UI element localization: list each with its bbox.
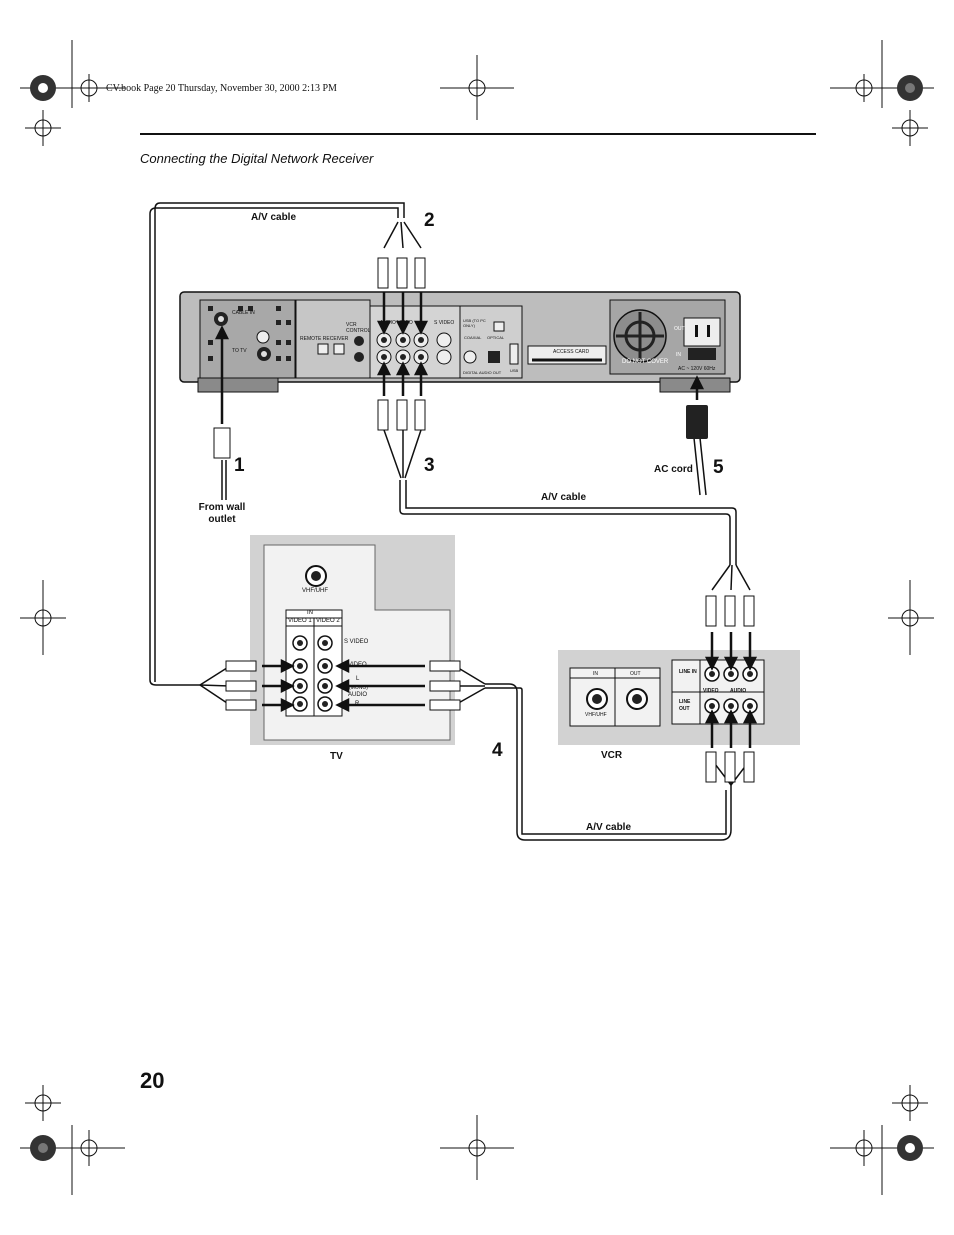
- access-card-label: ACCESS CARD: [553, 349, 590, 355]
- receiver-back-panel: [179, 291, 741, 393]
- coaxial-label: COAXIAL: [464, 335, 482, 340]
- vcr-line-in-label: LINE IN: [679, 669, 697, 675]
- vcr-out-label: OUT: [630, 671, 641, 677]
- vcr-audio-label: AUDIO: [730, 688, 747, 694]
- vcr-in-label: IN: [593, 671, 598, 677]
- step-2: 2: [424, 210, 435, 231]
- vcr-video-label: VIDEO: [703, 688, 719, 694]
- step-1: 1: [234, 455, 245, 476]
- tv-audio-label: AUDIO: [348, 692, 368, 698]
- ac-cord-label: AC cord: [654, 464, 693, 475]
- vcr-label: VCR: [601, 750, 623, 761]
- step-4: 4: [492, 740, 503, 761]
- vcr-control-label: VCR CONTROL: [346, 322, 371, 334]
- tv-r-label: R: [355, 701, 360, 707]
- to-tv-label: TO TV: [232, 348, 247, 354]
- do-not-cover-label: DO NOT COVER: [622, 359, 669, 365]
- tv-vhf-uhf-label: VHF/UHF: [302, 588, 328, 594]
- av-cable-label-bottom: A/V cable: [586, 822, 632, 833]
- remote-receiver-label: REMOTE RECEIVER: [300, 336, 349, 342]
- tv-panel: [250, 535, 455, 745]
- tv-label: TV: [330, 751, 343, 762]
- header-rule: [140, 133, 816, 135]
- audio-video-label: AUDIO VIDEO: [380, 320, 413, 326]
- vcr-vhf-uhf-label: VHF/UHF: [585, 712, 607, 718]
- vcr-line-out-label: LINE OUT: [679, 699, 691, 712]
- tv-video-label: VIDEO: [348, 662, 367, 668]
- tv-s-video-label: S VIDEO: [344, 639, 369, 645]
- usb-label: USB: [510, 368, 519, 373]
- ac-rating-label: AC ~ 120V 60Hz: [678, 366, 716, 372]
- cable-in-label: CABLE IN: [232, 310, 255, 316]
- tv-video2-label: VIDEO 2: [316, 618, 340, 624]
- cables: [149, 202, 751, 841]
- step-5: 5: [713, 457, 724, 478]
- power-in-label: IN: [676, 352, 681, 358]
- digital-audio-out-label: DIGITAL AUDIO OUT: [463, 370, 502, 375]
- tv-mono-label: (MONO): [349, 685, 368, 691]
- s-video-label-receiver: S VIDEO: [434, 320, 455, 326]
- vcr-panel: [558, 650, 800, 745]
- power-out-label: OUT: [674, 326, 685, 332]
- print-slug: CV.book Page 20 Thursday, November 30, 2…: [106, 83, 337, 94]
- optical-label: OPTICAL: [487, 335, 505, 340]
- running-title: Connecting the Digital Network Receiver: [140, 151, 374, 166]
- from-wall-outlet-label: From wall outlet: [198, 502, 246, 525]
- tv-l-label: L: [356, 676, 360, 682]
- usb-to-pc-label: USB (TO PC ONLY): [463, 318, 486, 328]
- tv-video1-label: VIDEO 1: [288, 618, 312, 624]
- av-cable-label-top: A/V cable: [251, 212, 297, 223]
- tv-in-label: IN: [307, 610, 313, 616]
- step-3: 3: [424, 455, 435, 476]
- page-number: 20: [140, 1068, 165, 1093]
- av-cable-label-mid: A/V cable: [541, 492, 587, 503]
